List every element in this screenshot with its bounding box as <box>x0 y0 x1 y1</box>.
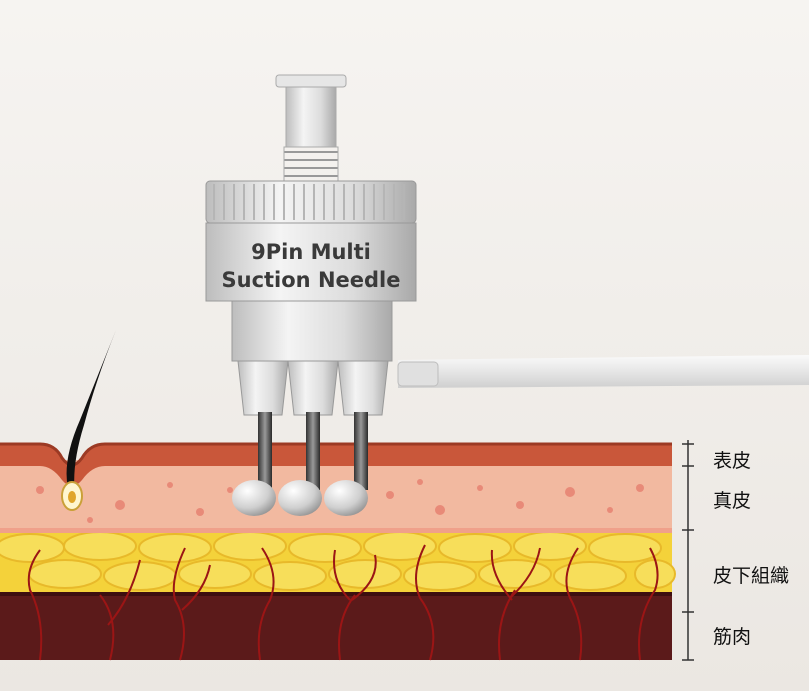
epidermis-layer <box>0 444 672 486</box>
needles <box>258 412 368 490</box>
layer-label-epidermis: 表皮 <box>713 450 752 472</box>
device-label: 9Pin Multi Suction Needle <box>206 238 416 294</box>
tube-connector <box>397 361 439 387</box>
device-label-line1: 9Pin Multi <box>251 240 371 264</box>
blood-vessels <box>27 544 659 661</box>
suction-tube <box>398 355 809 388</box>
layer-label-subcutaneous: 皮下組織 <box>713 565 790 587</box>
device-label-line2: Suction Needle <box>221 268 401 292</box>
label-band <box>205 222 417 302</box>
lower-body <box>231 300 393 362</box>
layer-scale <box>682 440 694 661</box>
dermis-spots <box>36 479 644 523</box>
suction-needle-device <box>205 74 417 516</box>
fat-cells <box>0 531 676 591</box>
layer-label-muscle: 筋肉 <box>713 626 752 648</box>
layer-label-dermis: 真皮 <box>713 490 752 512</box>
suction-balls <box>232 480 368 516</box>
